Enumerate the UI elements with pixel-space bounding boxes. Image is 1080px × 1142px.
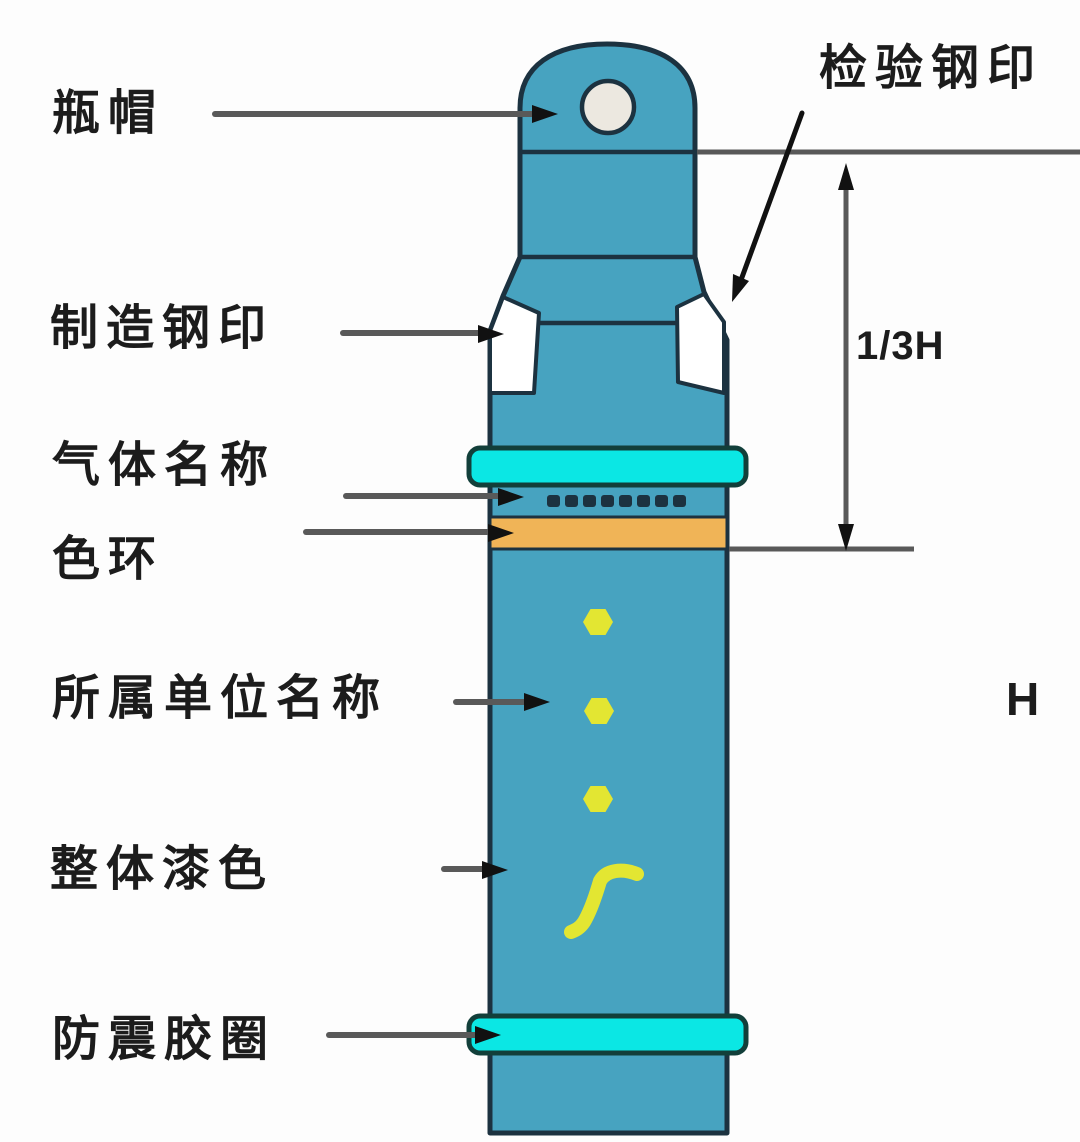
inspection-stamp-area	[675, 292, 726, 395]
label-color-ring: 色环	[52, 533, 165, 586]
factory-mark-glyph	[564, 863, 644, 939]
label-overall-paint: 整体漆色	[50, 843, 275, 896]
gas-name-text-dots	[547, 495, 686, 507]
manufacture-stamp-leader-arrow	[478, 325, 504, 343]
shockproof-ring-band	[466, 1013, 749, 1056]
label-owner-unit-name: 所属单位名称	[52, 672, 389, 725]
cap-leader-arrow	[532, 105, 558, 123]
label-dim-total-height: H	[1006, 673, 1041, 725]
label-dim-one-third-h: 1/3H	[856, 324, 945, 368]
cylinder-body-shape	[487, 41, 730, 1136]
inspection-stamp-leader-arrow	[732, 274, 749, 302]
color-ring-band	[488, 515, 729, 551]
label-inspection-stamp: 检验钢印	[819, 42, 1044, 95]
label-bottle-cap: 瓶帽	[52, 87, 165, 140]
neck-rubber-ring-band	[466, 445, 749, 488]
cap-hole	[579, 78, 637, 136]
gas-name-leader-arrow	[498, 488, 524, 506]
color-ring-leader-arrow	[488, 524, 514, 542]
label-shockproof-ring: 防震胶圈	[52, 1013, 277, 1066]
label-gas-name: 气体名称	[52, 439, 277, 492]
overall-paint-leader-arrow	[482, 861, 508, 879]
owner-mark-dots	[583, 609, 614, 812]
manufacture-stamp-area	[488, 295, 541, 395]
dimension-arrow-up	[838, 163, 854, 190]
inspection-stamp-leader-line	[734, 110, 805, 294]
dimension-arrow-down	[838, 524, 854, 551]
shockproof-ring-leader-arrow	[475, 1026, 501, 1044]
owner-unit-leader-arrow	[524, 693, 550, 711]
label-manufacture-stamp: 制造钢印	[50, 302, 275, 355]
